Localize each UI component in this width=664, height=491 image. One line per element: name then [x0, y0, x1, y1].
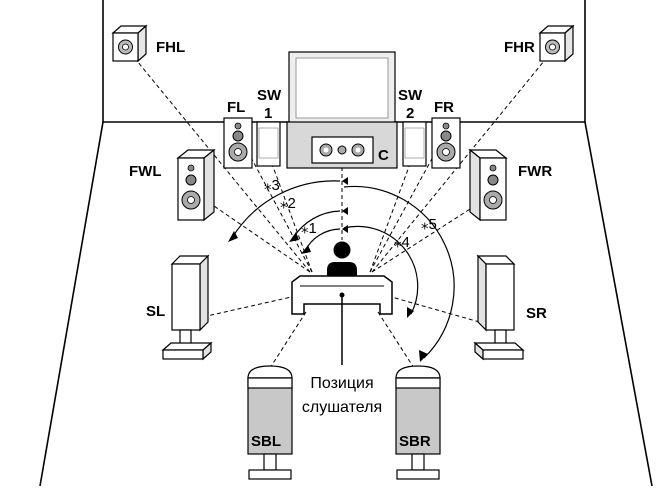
angle-label-3: ⁎3 [264, 177, 280, 194]
speaker-sr: SR [473, 254, 547, 361]
label-fhl: FHL [156, 39, 185, 56]
listener-caption-line2: слушателя [302, 399, 382, 416]
tv-screen [288, 51, 396, 127]
speaker-fwr: FWR [468, 148, 552, 222]
listener-person [327, 241, 357, 278]
angle-label-1: ⁎1 [301, 220, 317, 237]
speaker-c: C [311, 136, 389, 164]
label-sw1: SW [257, 87, 282, 104]
label-fr: FR [434, 99, 454, 116]
speaker-fwl: FWL [129, 148, 216, 222]
speaker-sbl: SBL [247, 365, 293, 480]
subwoofer-2: SW 2 [398, 87, 427, 167]
label-sr: SR [526, 305, 547, 322]
angle-label-5: ⁎5 [421, 216, 437, 233]
label-sl: SL [146, 303, 165, 320]
angle-label-2: ⁎2 [280, 195, 296, 212]
speaker-fl: FL [223, 99, 253, 169]
label-fl: FL [227, 99, 245, 116]
label-sbr: SBR [399, 433, 431, 450]
speaker-fhr: FHR [504, 24, 575, 63]
label-sw1-num: 1 [264, 105, 272, 122]
angle-arrowheads [228, 177, 428, 362]
listener-caption-line1: Позиция [310, 375, 373, 392]
label-fwl: FWL [129, 163, 161, 180]
subwoofer-1: SW 1 [256, 87, 282, 167]
speaker-fr: FR [431, 99, 461, 169]
speaker-sl: SL [146, 254, 213, 361]
listener-pointer [339, 292, 345, 365]
speaker-fhl: FHL [111, 24, 185, 63]
label-c: C [378, 147, 389, 164]
label-fwr: FWR [518, 163, 552, 180]
label-fhr: FHR [504, 39, 535, 56]
speaker-sbr: SBR [395, 365, 441, 480]
angle-label-4: ⁎4 [394, 234, 410, 251]
label-sw2-num: 2 [406, 105, 414, 122]
label-sbl: SBL [251, 433, 281, 450]
label-sw2: SW [398, 87, 423, 104]
